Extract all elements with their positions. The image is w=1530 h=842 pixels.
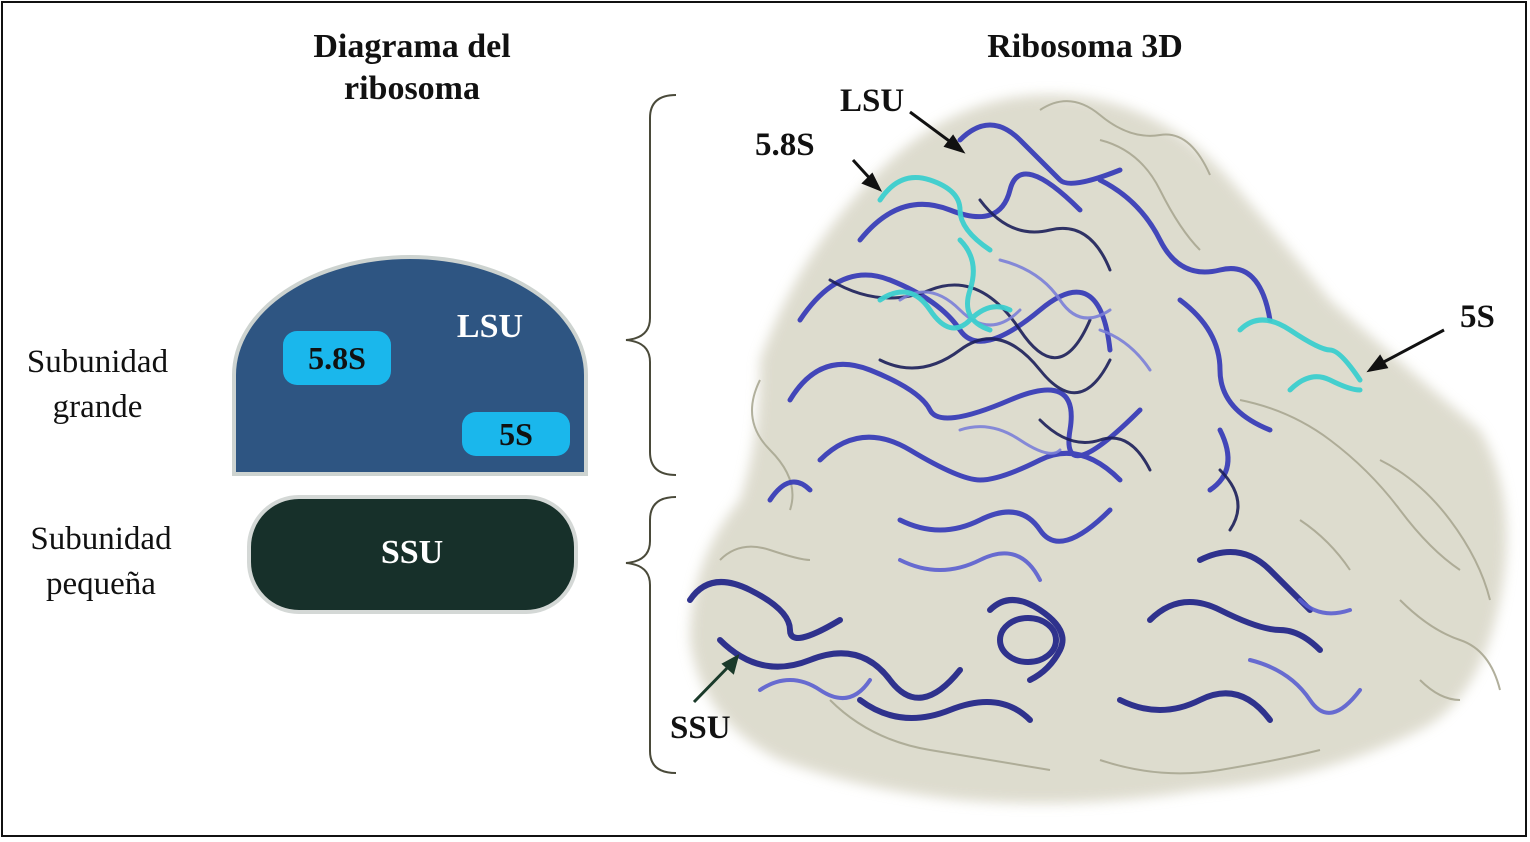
arrow-icon xyxy=(851,158,883,192)
lsu-rrna-ribbons-light xyxy=(898,258,1152,455)
callout-lsu: LSU xyxy=(840,83,905,119)
arrow-icon xyxy=(692,654,740,704)
callout-5-8s: 5.8S xyxy=(755,127,815,163)
ssu-rrna-ribbons-light xyxy=(758,551,1362,715)
lsu-rrna-ribbons xyxy=(767,122,1273,544)
large-subunit-label: Subunidad grande xyxy=(26,344,169,425)
callout-5s: 5S xyxy=(1460,299,1495,335)
rna-5-8s-pill: 5.8S xyxy=(283,331,391,385)
ssu-schematic xyxy=(247,495,578,614)
ssu-schematic-label: SSU xyxy=(380,534,444,571)
rrna-5s-ribbon xyxy=(1237,317,1363,393)
diagram-title: Diagrama del ribosoma xyxy=(313,28,511,107)
model-title: Ribosoma 3D xyxy=(987,28,1183,65)
callout-ssu: SSU xyxy=(670,710,731,746)
rrna-5-8s-ribbon xyxy=(877,175,1013,333)
arrow-icon xyxy=(1366,328,1445,373)
lsu-schematic-label: LSU xyxy=(456,308,524,345)
rna-5s-pill: 5S xyxy=(462,412,570,456)
protein-strands xyxy=(719,100,1501,775)
arrow-icon xyxy=(909,110,966,154)
brace-icon xyxy=(625,496,677,774)
small-subunit-label: Subunidad pequeña xyxy=(30,521,172,602)
brace-icon xyxy=(625,94,677,476)
